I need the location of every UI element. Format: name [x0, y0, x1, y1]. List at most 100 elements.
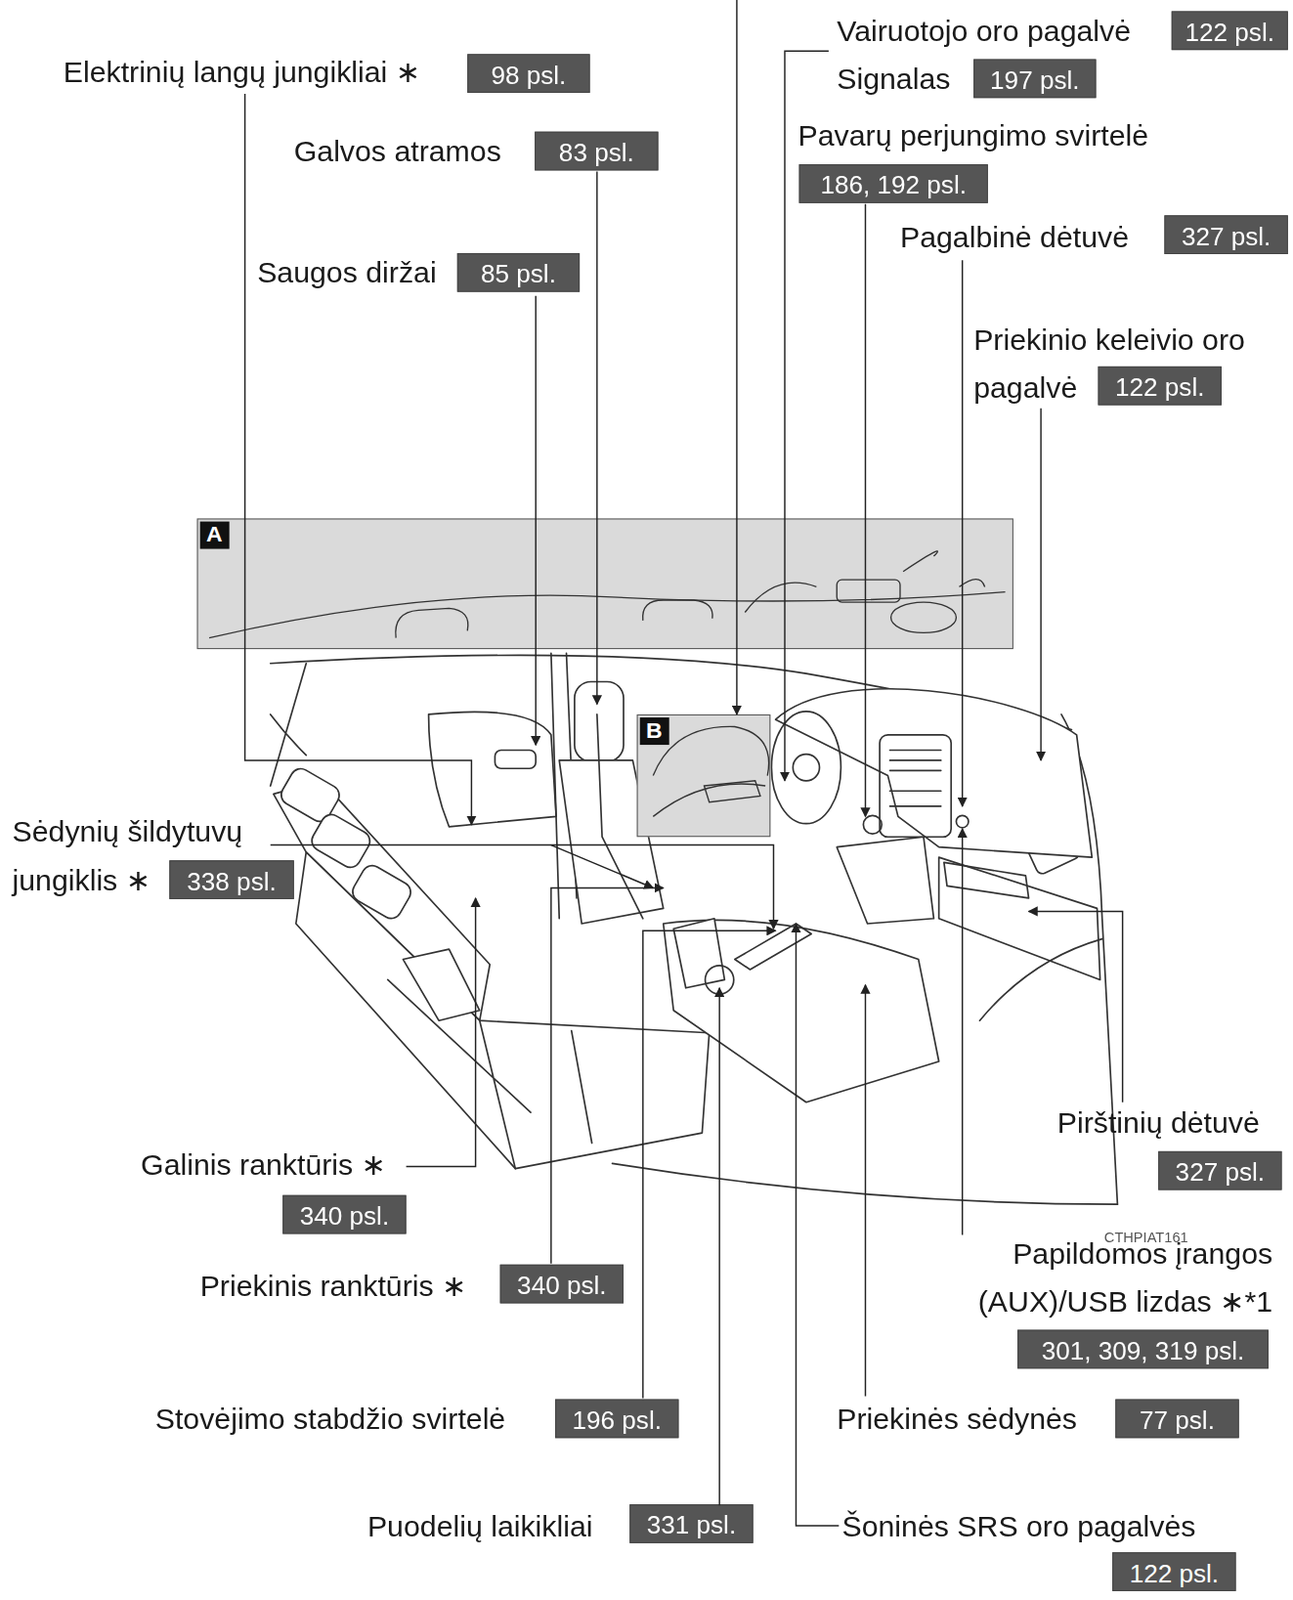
page-reference: 85 psl. — [457, 253, 580, 293]
part-name: Galinis ranktūris ∗ — [140, 1140, 412, 1189]
part-name: Vairuotojo oro pagalvė — [836, 6, 1164, 55]
callout: Puodelių laikikliai331 psl. — [367, 1502, 754, 1551]
center-stack — [879, 734, 951, 837]
part-name: Signalas — [836, 54, 965, 103]
rear-headrest — [307, 811, 374, 872]
leader-line — [551, 845, 653, 889]
window-switch — [703, 780, 760, 803]
part-name: Pirštinių dėtuvė — [1057, 1099, 1288, 1148]
gear-knob — [862, 815, 882, 834]
leader-line — [551, 887, 664, 1263]
page-reference: 331 psl. — [629, 1504, 753, 1544]
map-light — [836, 579, 901, 603]
part-name: Papildomos įrangos (AUX)/USB lizdas ∗*1 — [923, 1229, 1273, 1326]
rear-view-mirror — [891, 602, 957, 633]
callout: Priekinės sėdynės77 psl. — [836, 1394, 1239, 1443]
part-name: Pagalbinė dėtuvė — [900, 213, 1161, 261]
callout: Pirštinių dėtuvė327 psl. — [1057, 1099, 1288, 1191]
band-b-sketch — [652, 726, 769, 817]
steering-hub — [792, 754, 819, 781]
page-reference: 338 psl. — [169, 860, 294, 900]
leader-line — [864, 204, 866, 818]
callout: Elektrinių langų jungikliai ∗98 psl. — [63, 47, 591, 96]
part-name: Puodelių laikikliai — [367, 1502, 625, 1551]
leader-line — [795, 923, 839, 1526]
inset-band: B — [637, 714, 772, 837]
callout: Papildomos įrangos (AUX)/USB lizdas ∗*13… — [923, 1229, 1273, 1369]
callout: Priekinio keleivio oro pagalvė122 psl. — [973, 316, 1291, 413]
glovebox — [944, 862, 1030, 899]
page-reference: 186, 192 psl. — [799, 164, 989, 204]
grab-handle — [643, 600, 713, 621]
page-reference: 327 psl. — [1158, 1151, 1282, 1191]
part-name: Priekinis ranktūris ∗ — [200, 1262, 497, 1311]
callout: Šoninės SRS oro pagalvės122 psl. — [841, 1502, 1240, 1592]
front-armrest — [673, 918, 725, 989]
page-reference: 197 psl. — [973, 59, 1096, 99]
callout: Vairuotojo oro pagalvė122 psl. — [836, 6, 1289, 55]
center-vents — [890, 749, 942, 806]
leader-line — [270, 845, 775, 930]
page-reference: 301, 309, 319 psl. — [1017, 1330, 1269, 1370]
wiring-sketch — [744, 551, 985, 613]
callout: Signalas197 psl. — [836, 54, 1096, 103]
callout: Pavarų perjungimo svirtelė186, 192 psl. — [798, 112, 1197, 204]
callout: Galvos atramos83 psl. — [294, 128, 659, 176]
leader-line — [735, 0, 737, 715]
leader-line — [864, 985, 866, 1397]
leader-line — [961, 259, 963, 807]
part-name: Saugos diržai — [257, 249, 451, 298]
part-name: Galvos atramos — [294, 128, 529, 176]
callout: Sėdynių šildytuvų jungiklis ∗338 psl. — [12, 808, 295, 905]
cup-holder — [705, 965, 734, 994]
center-console — [836, 836, 934, 924]
part-name: Elektrinių langų jungikliai ∗ — [63, 47, 462, 96]
part-name: Priekinės sėdynės — [836, 1394, 1111, 1443]
page-reference: 77 psl. — [1115, 1399, 1239, 1439]
door-handle — [494, 749, 536, 769]
headliner-line — [209, 592, 1005, 639]
leader-lines — [245, 0, 1123, 1526]
page-reference: 122 psl. — [1098, 366, 1222, 406]
grab-handle — [395, 607, 469, 638]
callout: Priekinis ranktūris ∗340 psl. — [200, 1262, 624, 1311]
part-name: Stovėjimo stabdžio svirtelė — [155, 1394, 552, 1443]
page-reference: 83 psl. — [534, 131, 658, 172]
parking-brake — [734, 923, 812, 970]
aux-port — [955, 815, 969, 828]
seat-seams — [387, 979, 593, 1168]
page-reference: 98 psl. — [467, 53, 590, 93]
leader-line — [784, 50, 829, 781]
leader-line — [1039, 408, 1041, 761]
door-armrest — [652, 783, 766, 817]
part-name: Šoninės SRS oro pagalvės — [841, 1502, 1240, 1551]
page-reference: 196 psl. — [555, 1399, 679, 1439]
leader-line — [534, 296, 536, 745]
figure-code: CTHPIAT161 — [1104, 1228, 1189, 1246]
leader-line — [1029, 910, 1123, 1102]
leader-line — [245, 93, 473, 825]
page-reference: 327 psl. — [1163, 215, 1288, 255]
callout: Galinis ranktūris ∗ 340 psl. — [140, 1140, 412, 1234]
leader-line — [718, 988, 720, 1506]
page-reference: 340 psl. — [282, 1195, 406, 1235]
leader-line — [643, 930, 776, 1398]
leader-line — [961, 828, 963, 1236]
callout: Pagalbinė dėtuvė327 psl. — [900, 213, 1289, 261]
page-reference: 340 psl. — [500, 1264, 624, 1304]
inset-letter: A — [200, 521, 229, 549]
rear-door — [429, 711, 558, 826]
steering-wheel — [771, 711, 841, 824]
dashboard — [775, 689, 1093, 858]
inset-letter: B — [640, 717, 669, 744]
page-reference: 122 psl. — [1171, 10, 1289, 50]
page-reference: 122 psl. — [1112, 1551, 1236, 1592]
wheel-arc — [652, 726, 769, 776]
rear-window-frame — [270, 663, 307, 786]
callout: Stovėjimo stabdžio svirtelė196 psl. — [155, 1394, 680, 1443]
leader-line — [596, 171, 598, 704]
rear-armrest — [402, 948, 479, 1021]
part-name: Pavarų perjungimo svirtelė — [798, 112, 1197, 161]
callout: Saugos diržai85 psl. — [257, 249, 580, 298]
